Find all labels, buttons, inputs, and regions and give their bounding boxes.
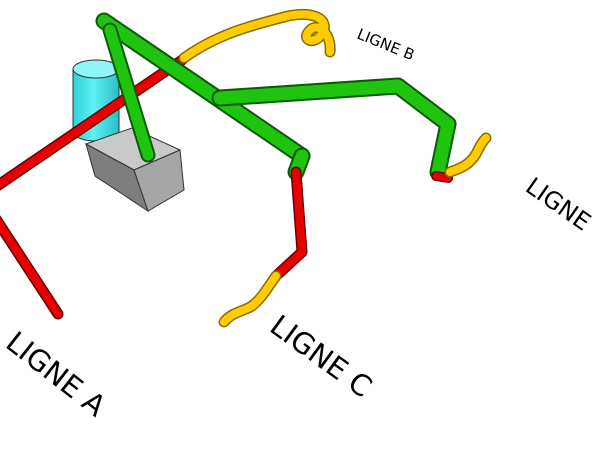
pipe-line-c-yellow	[218, 270, 282, 328]
pipe-line-d	[431, 132, 492, 183]
equipment-box	[84, 127, 185, 213]
label-line-c: LIGNE C	[264, 308, 378, 404]
label-line-a: LIGNE A	[0, 325, 112, 423]
pipe-line-c-red	[270, 166, 308, 282]
pipe-line-b	[178, 9, 336, 64]
pipe-line-a	[0, 54, 188, 320]
label-line-b: LIGNE B	[355, 25, 418, 64]
label-line-d: LIGNE	[521, 172, 596, 236]
pipe-main-green	[95, 12, 457, 181]
